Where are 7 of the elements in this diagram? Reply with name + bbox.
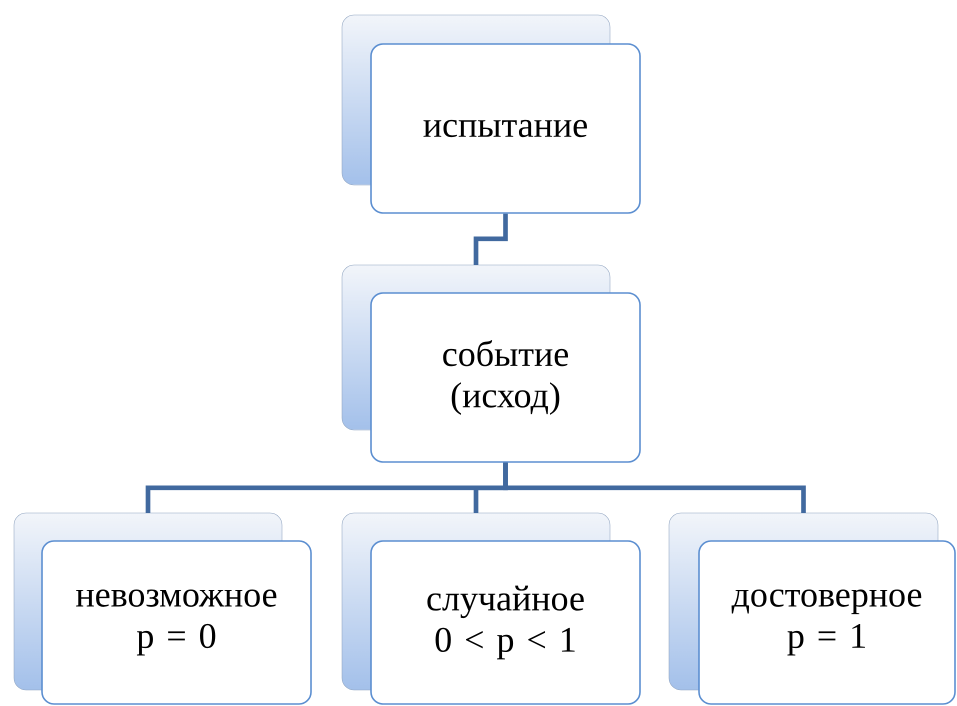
- connector-line: [474, 214, 508, 265]
- process-box: событие (исход): [370, 292, 641, 463]
- process-box: достоверное p = 1: [698, 540, 956, 705]
- process-box: испытание: [370, 43, 641, 214]
- process-box: случайное 0 < p < 1: [370, 540, 641, 705]
- connector-line: [503, 462, 806, 513]
- process-box: невозможное p = 0: [41, 540, 312, 705]
